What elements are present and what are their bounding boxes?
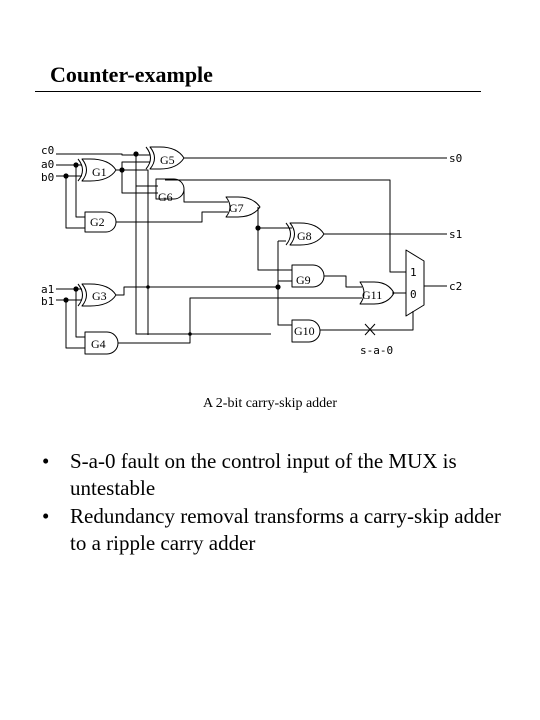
bullet-list: • S-a-0 fault on the control input of th… <box>36 448 516 559</box>
gate-g7-or <box>225 196 261 218</box>
gates: G1 G5 G2 G6 G7 G8 G9 G11 G3 G10 G4 <box>77 146 425 355</box>
gate-g6-label: G6 <box>158 190 173 204</box>
input-a0-label: a0 <box>41 158 54 171</box>
bullet-dot: • <box>42 449 50 473</box>
bullet-dot: • <box>42 504 50 529</box>
gate-g9-label: G9 <box>296 273 311 287</box>
gate-g7-label: G7 <box>229 201 244 215</box>
gate-g8-xor <box>285 222 291 246</box>
gate-g9-and <box>291 264 325 288</box>
io-labels: c0 a0 b0 a1 b1 s0 s1 c2 <box>41 144 462 308</box>
input-b0-label: b0 <box>41 171 54 184</box>
mux-input-0-label: 0 <box>410 288 417 301</box>
input-a1-label: a1 <box>41 283 54 296</box>
mux <box>405 249 425 317</box>
circuit-wires <box>56 153 447 349</box>
gate-g1-xor <box>77 158 83 182</box>
input-c0-label: c0 <box>41 144 54 157</box>
gate-g3-label: G3 <box>92 289 107 303</box>
gate-g3-xor <box>77 283 83 307</box>
gate-g8-label: G8 <box>297 229 312 243</box>
fault-label: s-a-0 <box>360 344 393 357</box>
gate-g10-and <box>291 319 321 343</box>
gate-g2-and <box>84 211 117 233</box>
stuck-at-fault-marker: s-a-0 <box>360 323 393 357</box>
bullet-item: • S-a-0 fault on the control input of th… <box>36 448 516 501</box>
gate-g4-and <box>84 331 119 355</box>
gate-g1-label: G1 <box>92 165 107 179</box>
gate-g2-label: G2 <box>90 215 105 229</box>
bullet-text: Redundancy removal transforms a carry-sk… <box>70 504 501 555</box>
gate-g11-or <box>359 281 395 305</box>
title-underline <box>35 91 481 92</box>
gate-g5-xor <box>145 146 151 170</box>
output-c2-label: c2 <box>449 280 462 293</box>
output-s0-label: s0 <box>449 152 462 165</box>
figure-caption: A 2-bit carry-skip adder <box>202 396 338 411</box>
input-b1-label: b1 <box>41 295 54 308</box>
gate-g11-label: G11 <box>362 288 382 302</box>
junction-dots <box>63 151 281 336</box>
bullet-item: • Redundancy removal transforms a carry-… <box>36 503 516 556</box>
output-s1-label: s1 <box>449 228 462 241</box>
gate-g10-label: G10 <box>294 324 315 338</box>
gate-g4-label: G4 <box>91 337 106 351</box>
mux-input-1-label: 1 <box>410 266 417 279</box>
slide-title: Counter-example <box>50 62 213 87</box>
gate-g5-label: G5 <box>160 153 175 167</box>
carry-skip-adder-diagram: G1 G5 G2 G6 G7 G8 G9 G11 G3 G10 G4 <box>41 144 462 357</box>
bullet-text: S-a-0 fault on the control input of the … <box>70 449 457 500</box>
gate-g6-and <box>155 178 185 200</box>
